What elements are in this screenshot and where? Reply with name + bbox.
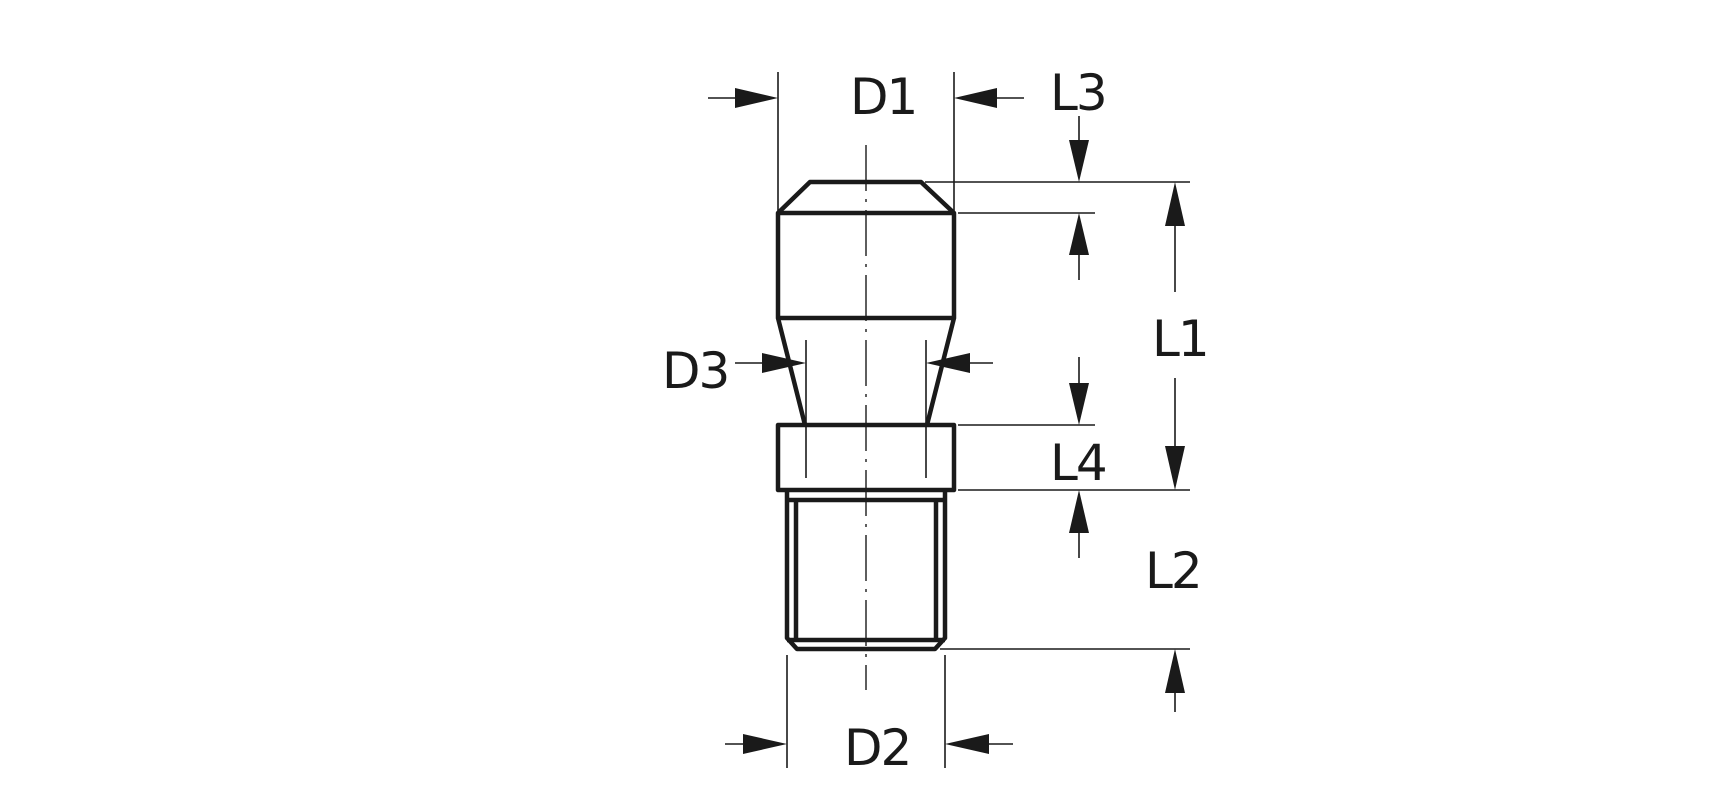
label-l2: L2 [1145, 542, 1201, 600]
label-l1: L1 [1152, 310, 1208, 368]
dimension-l2: L2 [1145, 542, 1203, 712]
arrow-d3-right [926, 353, 970, 373]
arrow-l4-down [1069, 383, 1089, 425]
dimension-l4: L4 [1050, 357, 1108, 558]
taper-outline [775, 317, 957, 426]
label-l3: L3 [1050, 64, 1106, 122]
arrow-d2-right [945, 734, 989, 754]
arrow-l3-up [1069, 213, 1089, 255]
dimension-d1: D1 [708, 68, 1024, 126]
arrow-d3-left [762, 353, 806, 373]
label-d3: D3 [662, 342, 728, 400]
part-outline [775, 145, 957, 690]
arrow-d1-left [735, 88, 778, 108]
label-d2: D2 [844, 719, 910, 777]
dimension-d3: D3 [662, 342, 993, 400]
extension-lines [777, 72, 1190, 768]
arrow-d2-left [743, 734, 787, 754]
arrow-l1-bottom [1165, 446, 1185, 490]
arrow-l1-top [1165, 182, 1185, 226]
dimension-l1: L1 [1152, 182, 1210, 490]
dimension-l3: L3 [1050, 64, 1108, 280]
arrow-l4-up [1069, 490, 1089, 533]
arrow-l2-up [1165, 649, 1185, 693]
arrow-d1-right [954, 88, 997, 108]
label-l4: L4 [1050, 434, 1106, 492]
dimension-d2: D2 [725, 719, 1013, 777]
label-d1: D1 [850, 68, 916, 126]
arrow-l3-down [1069, 140, 1089, 182]
